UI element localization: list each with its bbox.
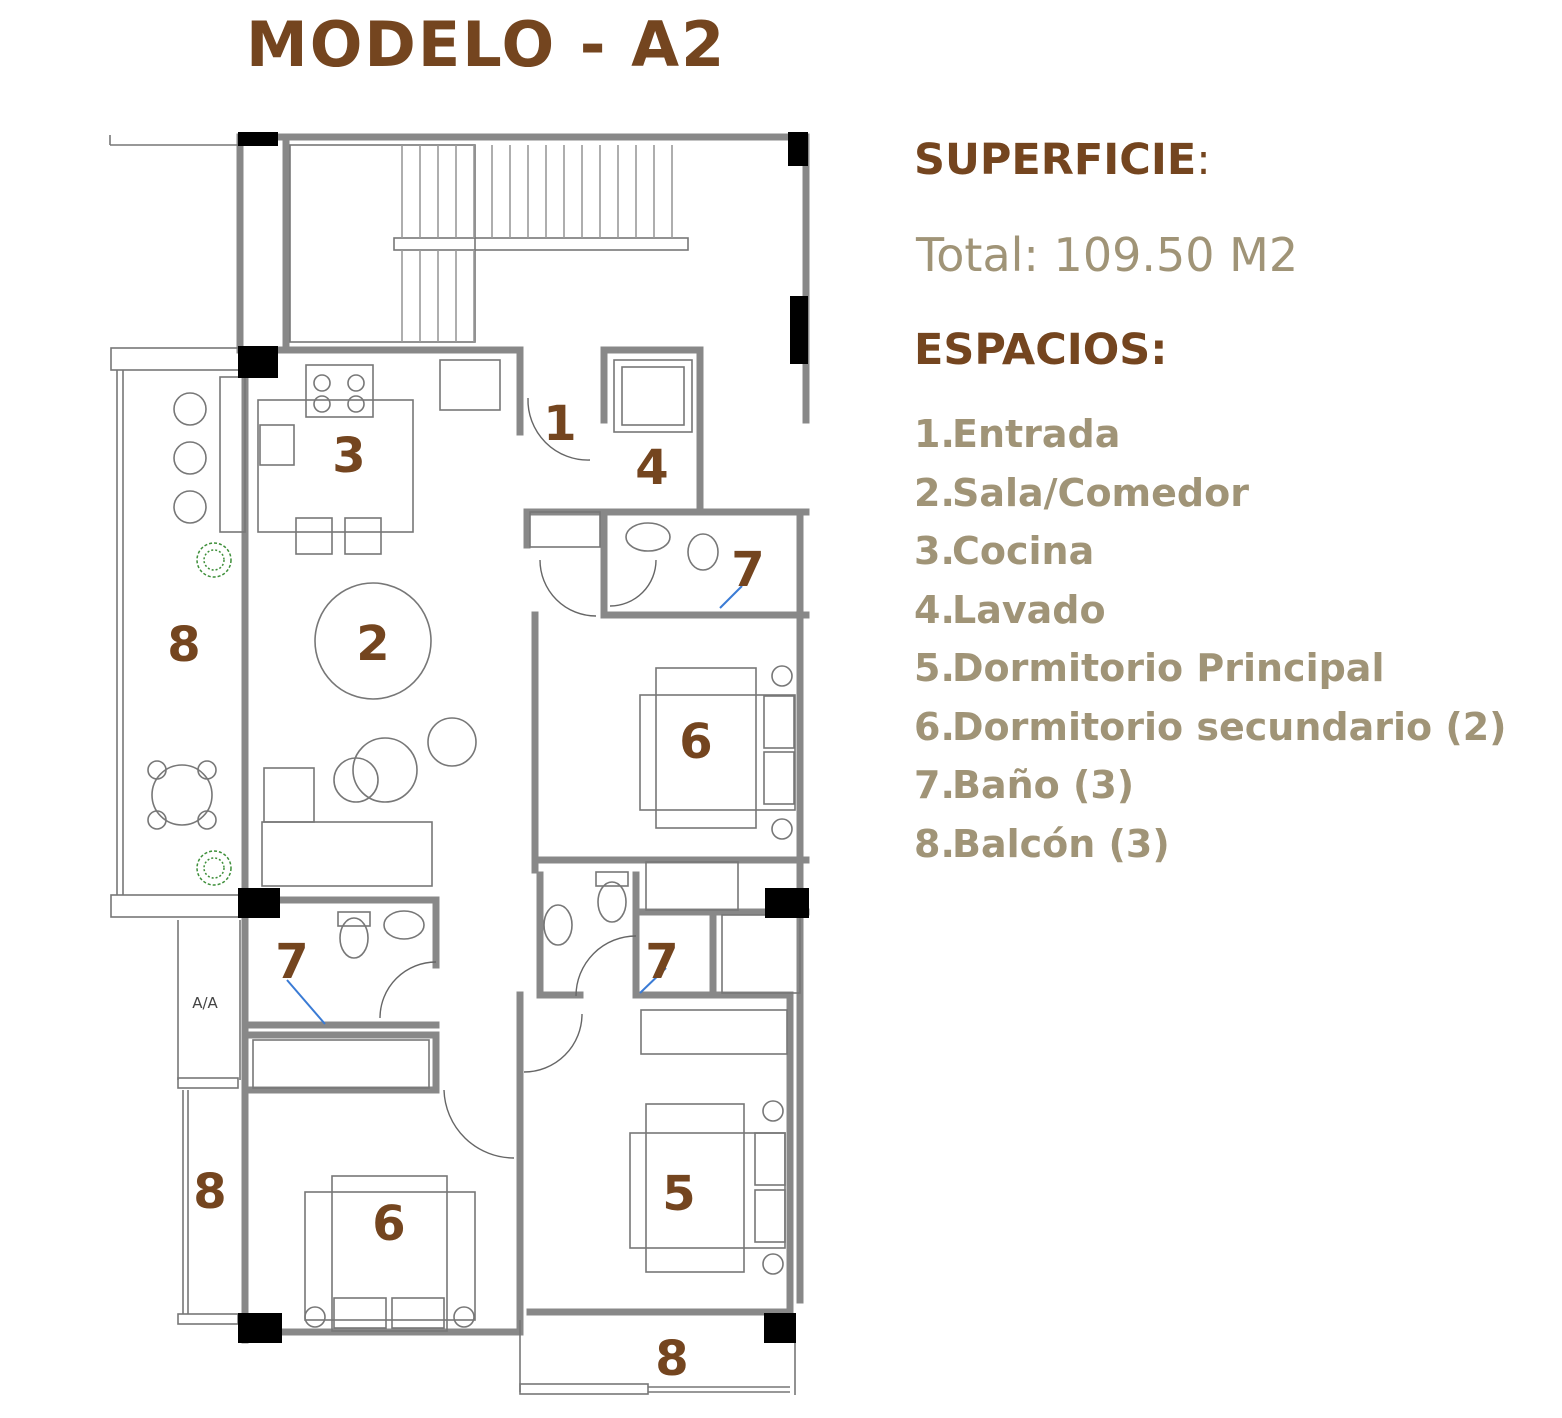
room-number-dorm-principal: 5 — [662, 1166, 695, 1222]
room-number-lavado: 4 — [635, 440, 668, 496]
ac-label: A/A — [192, 994, 218, 1012]
list-item-number: 7. — [914, 763, 955, 807]
superficie-colon: : — [1196, 135, 1211, 185]
room-number-bano-3: 7 — [645, 934, 678, 990]
list-item: 1.Entrada — [914, 405, 1507, 464]
superficie-heading-text: SUPERFICIE — [914, 135, 1197, 185]
superficie-heading: SUPERFICIE: — [914, 135, 1211, 185]
list-item: 2.Sala/Comedor — [914, 464, 1507, 523]
list-item-number: 8. — [914, 821, 955, 866]
list-item-label: Dormitorio Principal — [952, 646, 1385, 690]
list-item-label: Cocina — [952, 529, 1095, 573]
room-number-cocina: 3 — [332, 428, 365, 484]
room-number-balcon-1: 8 — [167, 617, 200, 673]
list-item-number: 3. — [914, 529, 955, 573]
list-item: 7.Baño (3) — [914, 756, 1507, 815]
room-number-bano-2: 7 — [275, 934, 308, 990]
room-number-entrada: 1 — [543, 396, 576, 452]
list-item-label: Lavado — [952, 587, 1106, 632]
room-number-sala: 2 — [356, 616, 389, 672]
room-number-balcon-2: 8 — [193, 1164, 226, 1220]
floor-plan: A/A 1 2 3 4 5 6 6 7 7 7 8 8 8 — [109, 132, 810, 1395]
list-item-label: Entrada — [952, 412, 1121, 456]
list-item-number: 5. — [914, 646, 955, 690]
list-item: 3.Cocina — [914, 522, 1507, 581]
espacios-list: 1.Entrada 2.Sala/Comedor 3.Cocina 4.Lava… — [914, 405, 1507, 873]
list-item-number: 1. — [914, 412, 955, 456]
espacios-heading: ESPACIOS: — [914, 325, 1168, 375]
list-item-label: Sala/Comedor — [952, 470, 1249, 515]
room-number-dorm-sec-2: 6 — [372, 1196, 405, 1252]
list-item-number: 6. — [914, 704, 955, 749]
room-number-dorm-sec-1: 6 — [679, 714, 712, 770]
list-item-label: Balcón (3) — [952, 821, 1170, 866]
total-area: Total: 109.50 M2 — [916, 228, 1299, 282]
list-item-number: 4. — [914, 587, 955, 632]
list-item: 8.Balcón (3) — [914, 815, 1507, 874]
list-item: 6.Dormitorio secundario (2) — [914, 698, 1507, 757]
list-item-label: Baño (3) — [952, 763, 1135, 807]
list-item: 4.Lavado — [914, 581, 1507, 640]
list-item-label: Dormitorio secundario (2) — [952, 704, 1507, 749]
list-item: 5.Dormitorio Principal — [914, 639, 1507, 698]
page-title: MODELO - A2 — [246, 8, 727, 81]
room-number-bano-1: 7 — [731, 542, 764, 598]
list-item-number: 2. — [914, 470, 955, 515]
room-number-balcon-3: 8 — [655, 1331, 688, 1387]
